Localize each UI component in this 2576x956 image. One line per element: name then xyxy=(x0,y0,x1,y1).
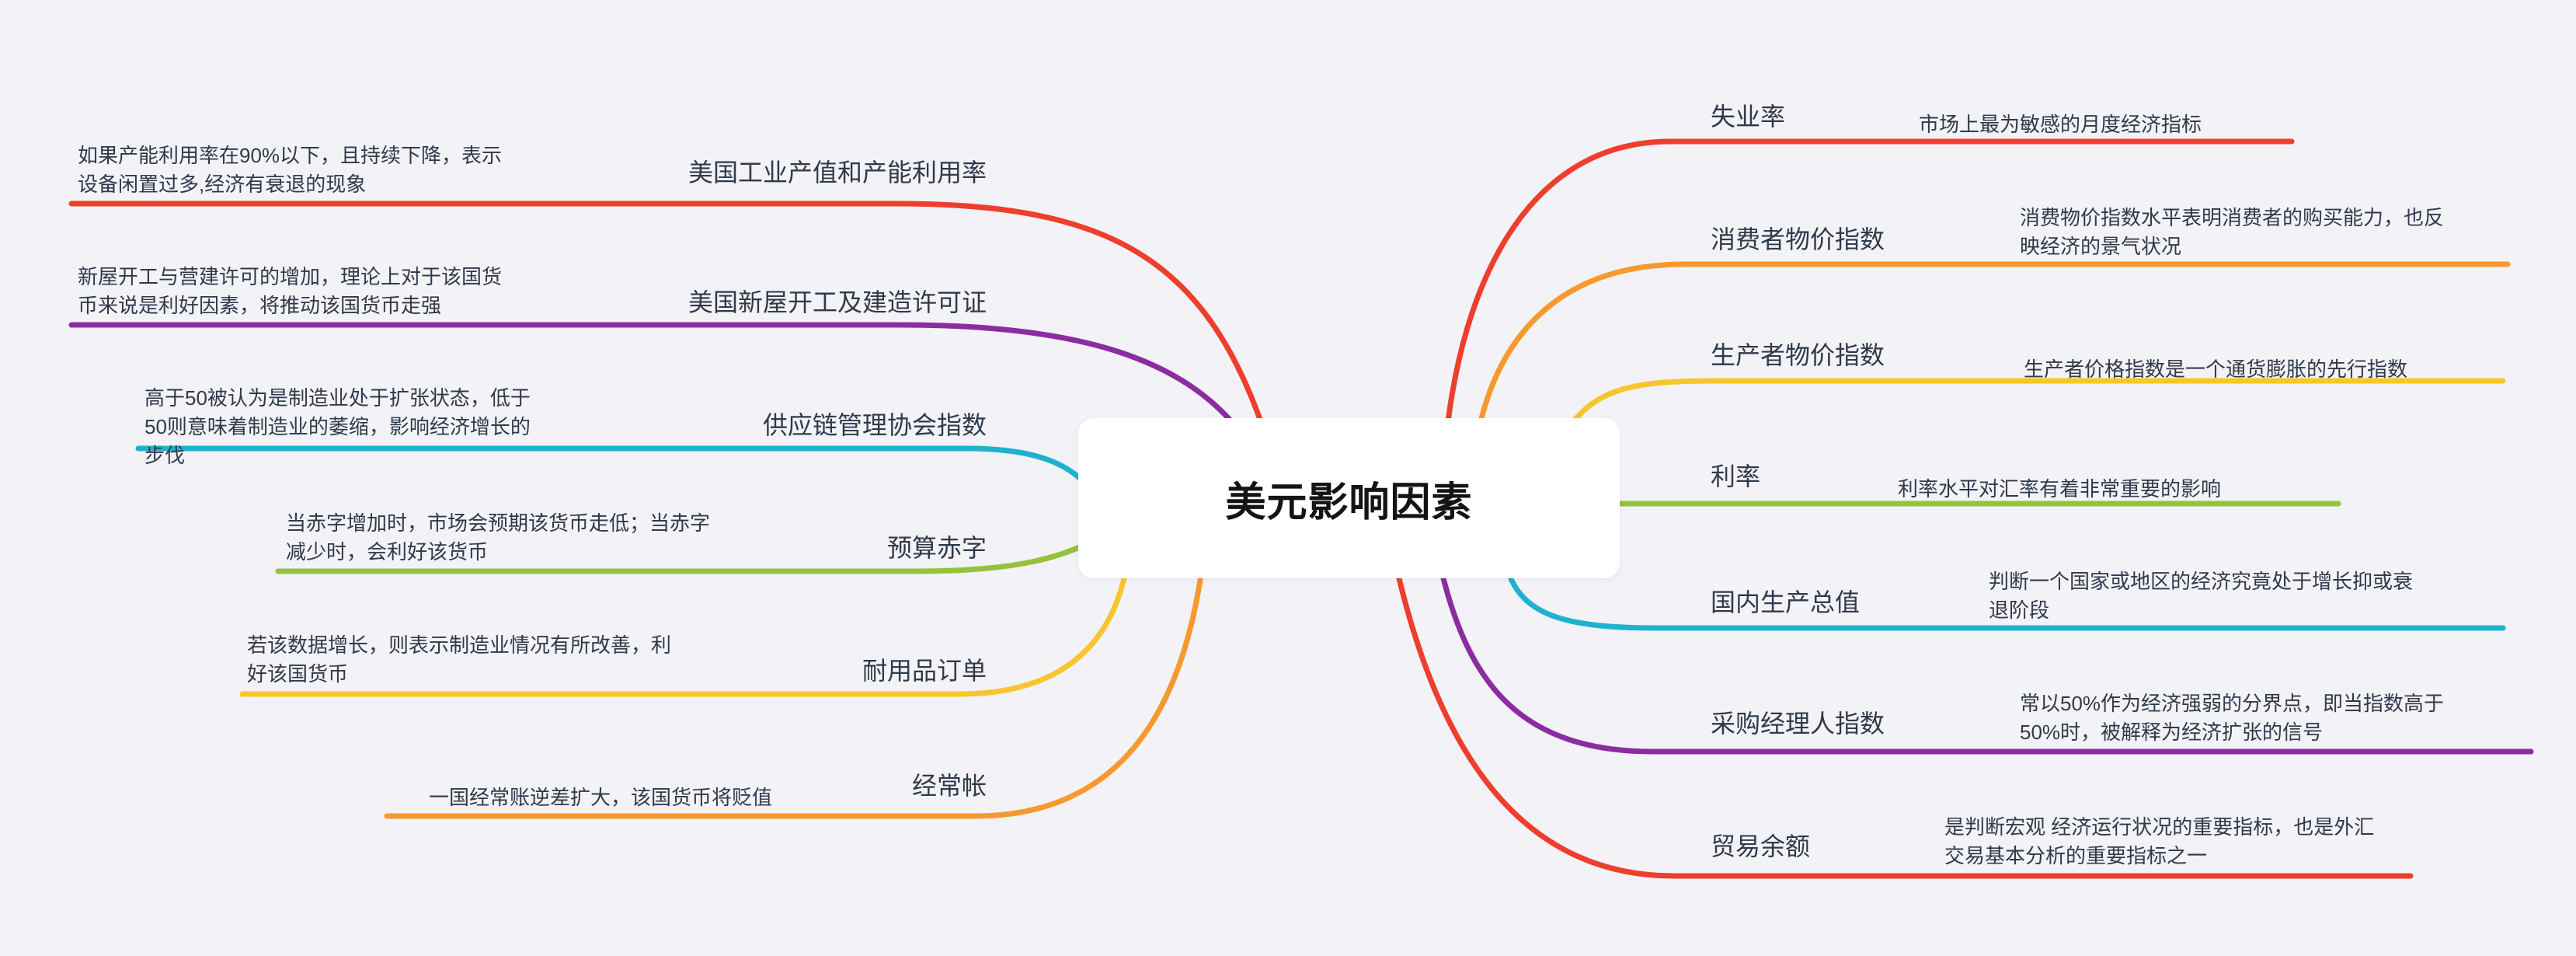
branch-line-gdp xyxy=(1506,572,2506,631)
branch-note-current-account[interactable]: 一国经常账逆差扩大，该国货币将贬值 xyxy=(429,786,773,809)
branch-node-trade-balance[interactable]: 贸易余额 xyxy=(1711,832,1811,860)
branch-node-budget-deficit[interactable]: 预算赤字 xyxy=(886,534,987,562)
branch-note-trade-balance[interactable]: 是判断宏观 经济运行状况的重要指标，也是外汇交易基本分析的重要指标之一 xyxy=(1944,815,2375,867)
branch-node-industrial-output[interactable]: 美国工业产值和产能利用率 xyxy=(688,159,987,187)
branch-node-unemployment-rate[interactable]: 失业率 xyxy=(1711,103,1786,131)
central-topic[interactable]: 美元影响因素 xyxy=(1078,418,1620,578)
branch-note-housing-starts[interactable]: 新屋开工与营建许可的增加，理论上对于该国货币来说是利好因素，将推动该国货币走强 xyxy=(78,265,503,317)
branch-line-trade-balance xyxy=(1395,572,2414,879)
branch-note-ppi[interactable]: 生产者价格指数是一个通货膨胀的先行指数 xyxy=(2024,358,2408,381)
branch-node-durable-goods[interactable]: 耐用品订单 xyxy=(862,657,987,685)
branch-node-current-account[interactable]: 经常帐 xyxy=(911,772,987,800)
branch-note-durable-goods[interactable]: 若该数据增长，则表示制造业情况有所改善，利好该国货币 xyxy=(247,633,672,686)
branch-line-current-account xyxy=(384,572,1204,819)
branch-node-pmi[interactable]: 采购经理人指数 xyxy=(1711,710,1885,738)
branch-note-cpi[interactable]: 消费物价指数水平表明消费者的购买能力，也反映经济的景气状况 xyxy=(2020,206,2445,258)
branch-node-ppi[interactable]: 生产者物价指数 xyxy=(1711,341,1885,369)
branch-line-pmi xyxy=(1439,572,2534,755)
branch-note-pmi[interactable]: 常以50%作为经济强弱的分界点，即当指数高于50%时，被解释为经济扩张的信号 xyxy=(2020,692,2445,744)
branch-note-interest-rate[interactable]: 利率水平对汇率有着非常重要的影响 xyxy=(1898,477,2222,501)
branch-node-housing-starts[interactable]: 美国新屋开工及建造许可证 xyxy=(688,288,987,316)
branch-line-durable-goods xyxy=(239,572,1128,697)
branch-note-budget-deficit[interactable]: 当赤字增加时，市场会预期该货币走低；当赤字减少时，会利好该货币 xyxy=(286,511,711,563)
central-topic-label: 美元影响因素 xyxy=(1225,480,1473,525)
branch-node-gdp[interactable]: 国内生产总值 xyxy=(1711,588,1861,616)
branch-note-industrial-output[interactable]: 如果产能利用率在90%以下，且持续下降，表示设备闲置过多,经济有衰退的现象 xyxy=(78,144,503,196)
branch-node-cpi[interactable]: 消费者物价指数 xyxy=(1711,225,1885,253)
branch-line-industrial-output xyxy=(68,201,1265,429)
branch-line-unemployment-rate xyxy=(1443,138,2295,438)
branch-note-ism-index[interactable]: 高于50被认为是制造业处于扩张状态，低于50则意味着制造业的萎缩，影响经济增长的… xyxy=(144,386,531,467)
branch-node-ism-index[interactable]: 供应链管理协会指数 xyxy=(762,411,987,439)
branch-node-interest-rate[interactable]: 利率 xyxy=(1711,462,1761,490)
branch-note-gdp[interactable]: 判断一个国家或地区的经济究竟处于增长抑或衰退阶段 xyxy=(1989,570,2414,622)
branch-note-unemployment-rate[interactable]: 市场上最为敏感的月度经济指标 xyxy=(1919,113,2202,136)
branch-line-ppi xyxy=(1560,378,2506,440)
branch-line-housing-starts xyxy=(68,322,1244,437)
branch-line-cpi xyxy=(1474,261,2511,438)
